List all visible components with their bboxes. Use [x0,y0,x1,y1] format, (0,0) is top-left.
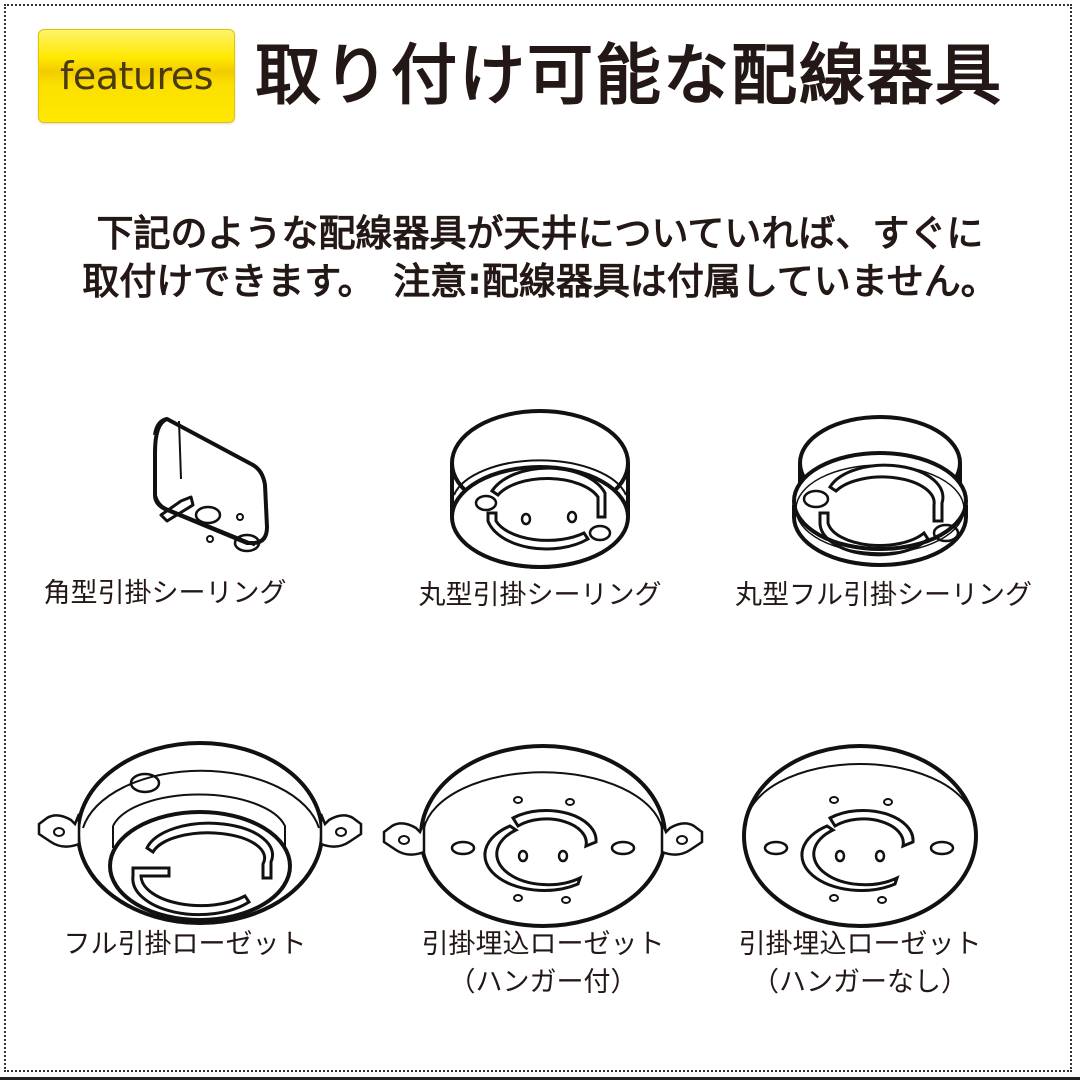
fixture-round-ceiling: 丸型引掛シーリング [405,405,675,615]
fixture-label: 丸型引掛シーリング [418,580,662,611]
round-ceiling-hook-icon [450,409,630,569]
features-badge: features [38,29,235,123]
embedded-rosette-with-hanger-icon [382,744,704,928]
fixture-round-full-ceiling: 丸型フル引掛シーリング [735,405,1032,615]
full-hook-rosette-icon [37,741,363,925]
embedded-rosette-no-hanger-icon [742,744,978,928]
dotted-frame [4,4,1072,1072]
page-title: 取り付け可能な配線器具 [255,37,1003,114]
bottom-strip [0,1077,1080,1080]
round-full-ceiling-hook-icon [792,415,968,567]
fixture-label: 引掛埋込ローゼット [421,929,665,960]
intro-line-1: 下記のような配線器具が天井についていれば、すぐに [96,212,984,255]
fixture-full-hook-rosette: フル引掛ローゼット [35,738,365,964]
fixture-embedded-rosette-no-hanger: 引掛埋込ローゼット （ハンガーなし） [710,738,1010,1002]
intro-text: 下記のような配線器具が天井についていれば、すぐに 取付けできます。 注意:配線器… [0,210,1080,306]
fixture-label: 引掛埋込ローゼット [738,929,982,960]
badge-label: features [60,54,214,98]
fixture-label: 角型引掛シーリング [43,578,287,609]
square-ceiling-hook-icon [153,417,269,553]
fixture-label: フル引掛ローゼット [63,929,307,960]
fixture-embedded-rosette-with-hanger: 引掛埋込ローゼット （ハンガー付） [378,738,708,1002]
fixture-sublabel: （ハンガー付） [448,967,638,998]
fixture-sublabel: （ハンガーなし） [752,967,968,998]
fixture-label: 丸型フル引掛シーリング [735,580,1032,611]
fixture-square-ceiling: 角型引掛シーリング [44,405,330,613]
intro-line-2: 取付けできます。 注意:配線器具は付属していません。 [82,260,998,303]
